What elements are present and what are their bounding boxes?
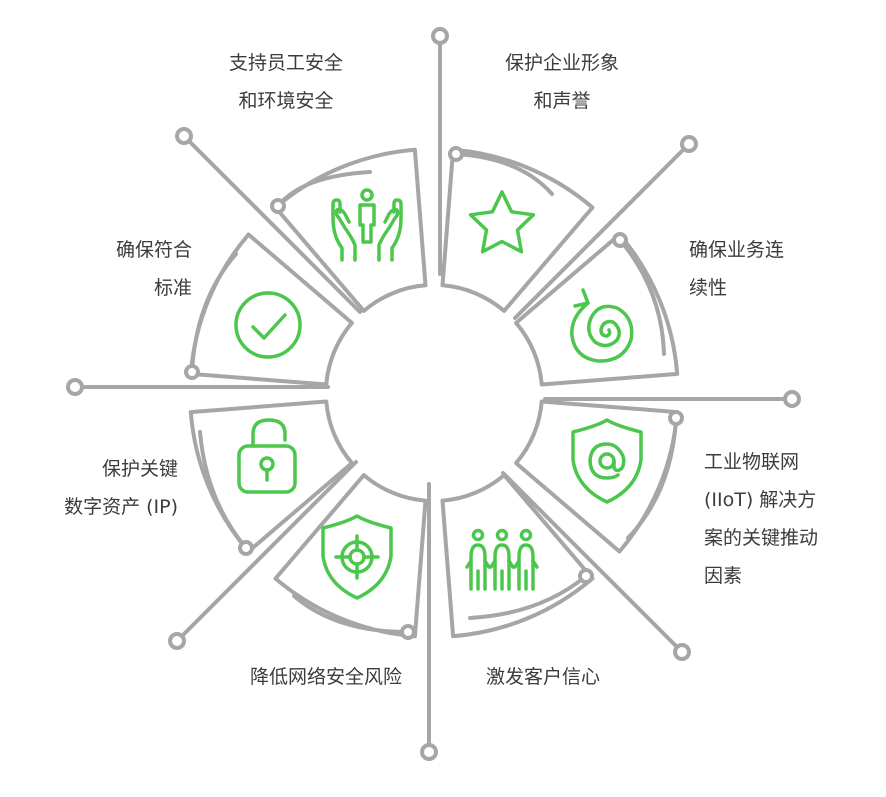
connector-lines xyxy=(66,27,801,761)
arc-tail-node xyxy=(238,540,254,556)
segment-digital-assets xyxy=(188,232,354,387)
star-icon xyxy=(468,190,536,254)
label-line: 保护企业形象 xyxy=(504,52,619,74)
label-line: 标准 xyxy=(153,277,192,299)
connector-lower-left xyxy=(175,460,358,643)
arc-tail-right-lower xyxy=(626,416,678,540)
unlocked-padlock-icon xyxy=(237,418,297,494)
label-line: 确保符合 xyxy=(115,239,192,261)
arc-tail-left-lower xyxy=(198,430,248,550)
label-digital-assets: 保护关键 数字资产 (IP) xyxy=(24,450,178,526)
connector-node-upper-left xyxy=(175,127,193,145)
connector-lower-right xyxy=(501,471,684,654)
label-business-continuity: 确保业务连 续性 xyxy=(689,231,859,307)
arc-tail-bottom-left xyxy=(292,594,410,634)
ring-segments xyxy=(188,147,680,639)
label-line: (IIoT) 解决方 xyxy=(704,489,817,511)
arc-tails xyxy=(184,146,684,640)
segment-iiot-enabler xyxy=(440,473,595,639)
shield-at-icon xyxy=(571,418,643,504)
label-customer-confidence: 激发客户信心 xyxy=(486,658,686,696)
connector-upper-left xyxy=(182,134,362,314)
connector-node-right xyxy=(783,390,801,408)
label-iiot-enabler: 工业物联网 (IIoT) 解决方 案的关键推动 因素 xyxy=(704,443,874,595)
arc-tail-node xyxy=(612,232,628,248)
label-line: 保护关键 xyxy=(101,458,178,480)
connector-node-left xyxy=(66,378,84,396)
connector-node-lower-left xyxy=(168,632,186,650)
label-employee-safety: 支持员工安全 和环境安全 xyxy=(196,44,376,120)
arc-tail-left-upper xyxy=(190,252,238,374)
label-line: 和环境安全 xyxy=(238,90,334,112)
label-line: 工业物联网 xyxy=(704,451,800,473)
shield-target-icon xyxy=(321,514,393,600)
arc-tail-node xyxy=(400,624,416,640)
arc-tail-bottom-right xyxy=(468,574,588,620)
connector-upper-right xyxy=(513,142,691,320)
label-line: 激发客户信心 xyxy=(486,666,601,688)
label-line: 续性 xyxy=(689,277,728,299)
connector-node-lower-right xyxy=(673,643,691,661)
label-line: 确保业务连 xyxy=(689,239,785,261)
label-line: 因素 xyxy=(704,565,743,587)
label-line: 数字资产 (IP) xyxy=(64,496,178,518)
label-brand-reputation: 保护企业形象 和声誉 xyxy=(472,44,652,120)
label-line: 降低网络安全风险 xyxy=(249,666,402,688)
connector-node-upper-right xyxy=(680,135,698,153)
segment-cyber-risk xyxy=(188,399,354,554)
arc-tail-node xyxy=(448,146,464,162)
label-line: 支持员工安全 xyxy=(228,52,343,74)
segment-employee-safety xyxy=(440,147,595,313)
icons xyxy=(234,188,643,600)
label-line: 案的关键推动 xyxy=(704,527,819,549)
hands-person-icon xyxy=(331,188,403,262)
spiral-icon xyxy=(570,288,634,363)
segment-brand-reputation xyxy=(514,232,680,387)
connector-node-top xyxy=(431,27,449,45)
label-standards-compliance: 确保符合 标准 xyxy=(40,231,192,307)
checkmark-circle-icon xyxy=(234,291,302,359)
arc-tail-upper-left xyxy=(276,170,372,208)
label-line: 和声誉 xyxy=(533,90,591,112)
people-group-icon xyxy=(465,528,539,591)
arc-tail-node xyxy=(184,364,200,380)
arc-tail-node xyxy=(270,198,286,214)
label-cyber-risk: 降低网络安全风险 xyxy=(196,658,402,696)
connector-node-bottom xyxy=(420,743,438,761)
arc-tail-top-right xyxy=(454,152,554,196)
arc-tail-node xyxy=(578,568,594,584)
arc-tail-node xyxy=(668,410,684,426)
arc-tail-right-upper xyxy=(618,238,666,356)
